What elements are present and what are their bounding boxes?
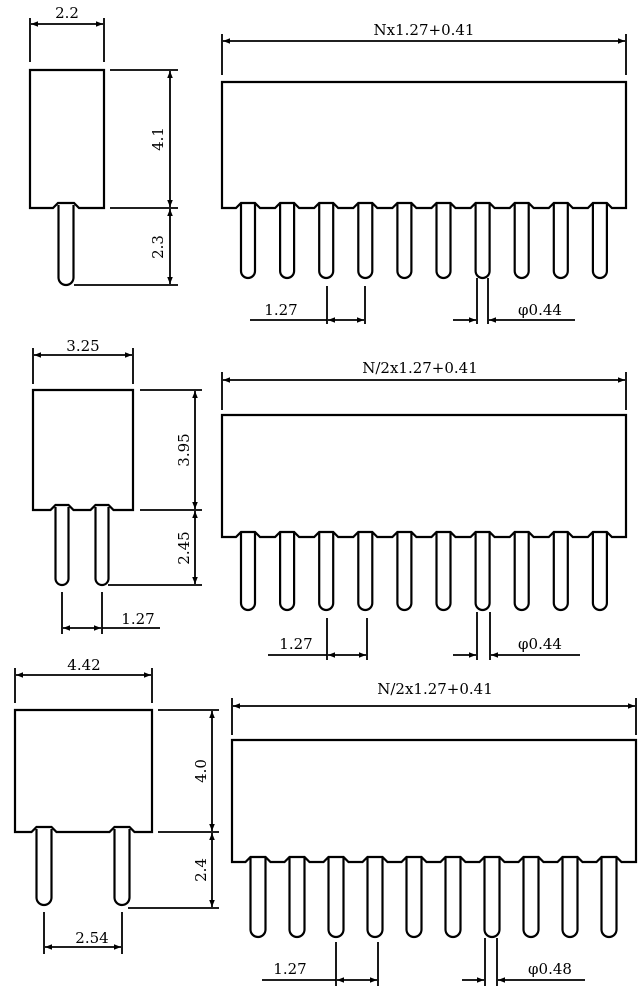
length-label-2: N/2x1.27+0.41 — [362, 359, 478, 377]
front-pin-3 — [444, 857, 462, 939]
front-pin-2 — [513, 532, 530, 612]
front-pin-1 — [318, 203, 335, 280]
front-pin-1 — [357, 203, 374, 280]
width-label-3: 4.42 — [67, 656, 100, 674]
pin-diameter-label-3: φ0.48 — [528, 960, 572, 978]
front-pin-2 — [239, 532, 257, 612]
front-body-3 — [230, 738, 638, 864]
front-pin-3 — [561, 857, 579, 939]
width-label-2: 3.25 — [66, 337, 99, 355]
body-height-label-2: 3.95 — [175, 433, 193, 466]
front-pin-3 — [522, 857, 540, 939]
pitch-label-2: 1.27 — [279, 635, 312, 653]
side-body-2 — [31, 388, 135, 512]
front-pin-2 — [552, 532, 569, 612]
front-pin-3 — [288, 857, 306, 939]
side-pin-1 — [57, 205, 75, 287]
row-pitch-label-2: 1.27 — [121, 610, 154, 628]
width-label-1: 2.2 — [55, 4, 79, 22]
front-pin-3 — [483, 857, 501, 939]
front-pin-3 — [366, 857, 384, 939]
pin-length-label-3: 2.4 — [192, 858, 210, 882]
pitch-label-3: 1.27 — [273, 960, 306, 978]
length-label-3: N/2x1.27+0.41 — [377, 680, 493, 698]
front-pin-2 — [318, 532, 335, 612]
side-pin-3 — [35, 829, 53, 907]
front-pin-2 — [396, 532, 413, 612]
side-body-3 — [13, 708, 154, 834]
front-pin-2 — [591, 532, 608, 612]
body-height-label-1: 4.1 — [149, 127, 167, 151]
length-label-1: Nx1.27+0.41 — [374, 21, 475, 39]
front-pin-3 — [600, 857, 618, 939]
side-body-1 — [28, 68, 106, 210]
row-pitch-label-3: 2.54 — [75, 929, 108, 947]
front-pin-1 — [396, 203, 413, 280]
front-pin-1 — [474, 203, 491, 280]
pin-length-label-2: 2.45 — [175, 531, 193, 564]
body-height-label-3: 4.0 — [192, 759, 210, 783]
front-body-2 — [220, 413, 628, 539]
front-pin-2 — [435, 532, 452, 612]
front-pin-1 — [279, 203, 296, 280]
front-pin-1 — [513, 203, 530, 280]
side-pin-2 — [94, 507, 110, 587]
front-pin-1 — [552, 203, 569, 280]
front-pin-1 — [591, 203, 608, 280]
pin-length-label-1: 2.3 — [149, 235, 167, 259]
front-pin-2 — [474, 532, 491, 612]
front-pin-2 — [357, 532, 374, 612]
pitch-label-1: 1.27 — [264, 301, 297, 319]
front-pin-1 — [435, 203, 452, 280]
side-pin-3 — [113, 829, 131, 907]
pin-diameter-label-2: φ0.44 — [518, 635, 562, 653]
front-pin-2 — [279, 532, 296, 612]
pin-diameter-label-1: φ0.44 — [518, 301, 562, 319]
front-body-1 — [220, 80, 628, 210]
front-pin-3 — [405, 857, 423, 939]
front-pin-1 — [239, 203, 257, 280]
front-pin-3 — [249, 857, 267, 939]
side-pin-2 — [54, 507, 70, 587]
front-pin-3 — [327, 857, 345, 939]
